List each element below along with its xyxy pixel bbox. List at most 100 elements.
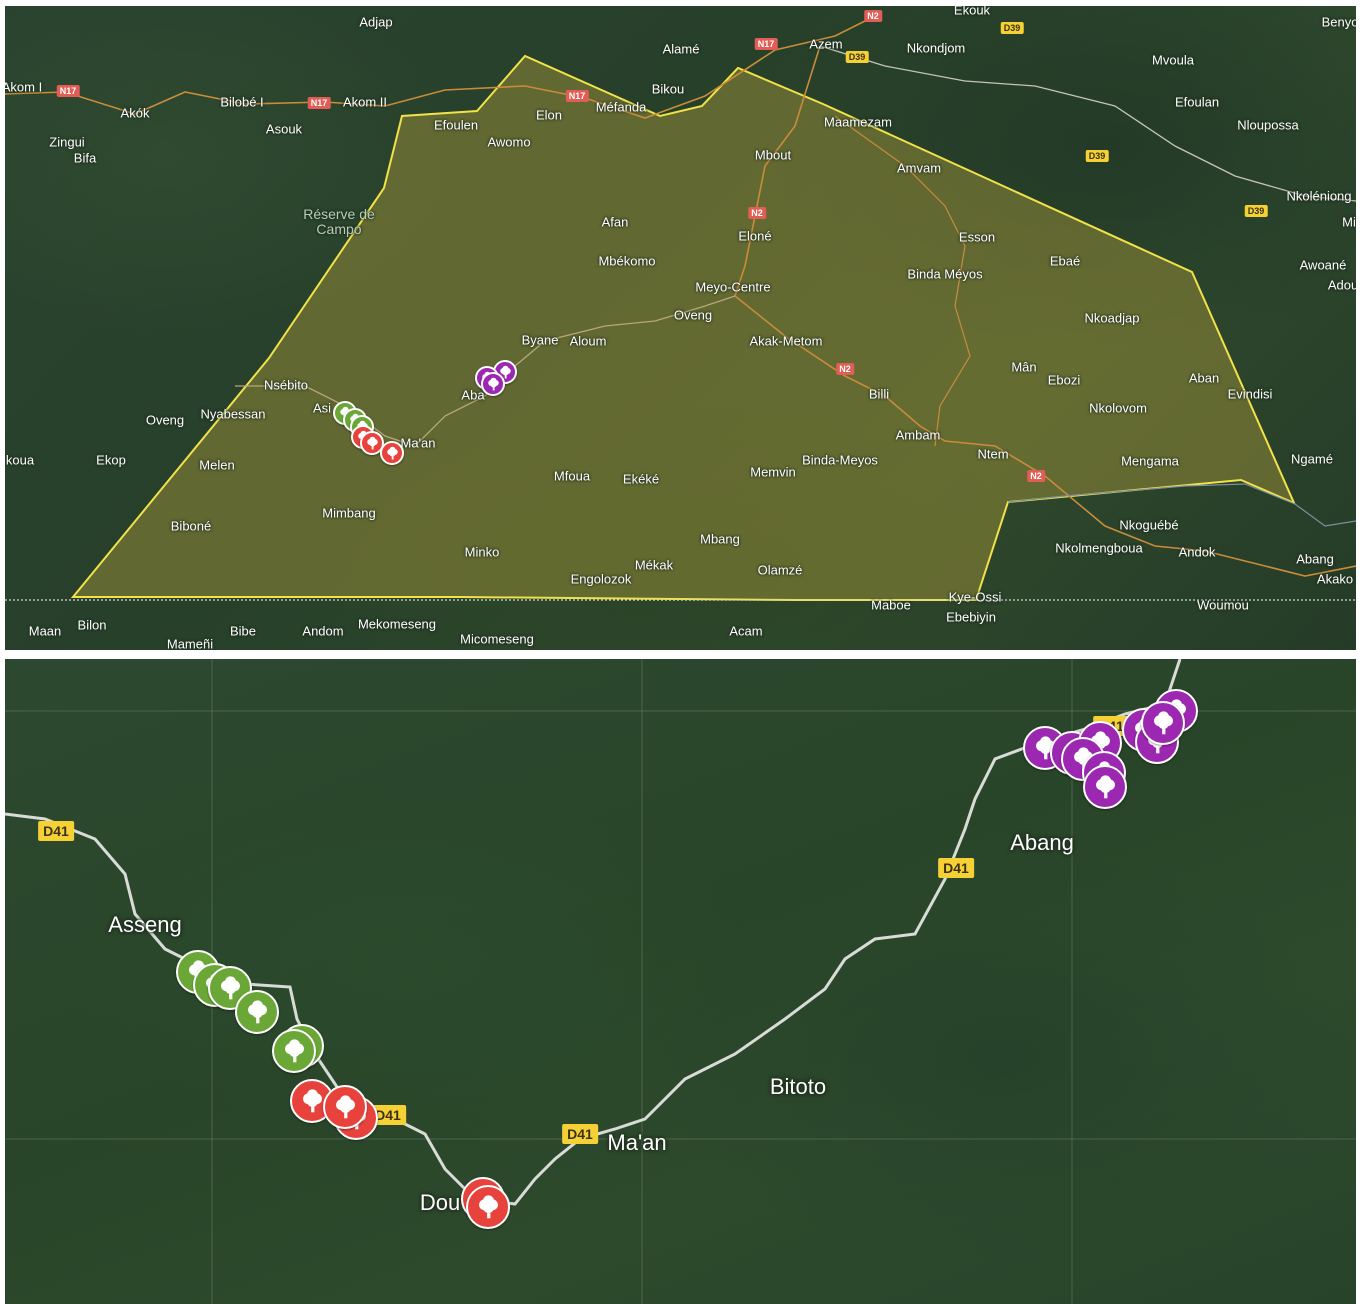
overview-place-label: Mameñi [166,636,214,651]
overview-place-label: Acam [729,623,763,639]
overview-place-label: Mimbang [322,505,376,521]
red-tree-pin[interactable] [466,1185,510,1229]
road-shield-d41: D41 [38,821,74,841]
overview-place-label: Melen [199,457,235,473]
overview-place-label: Mân [1011,359,1037,375]
tree-icon [386,446,398,459]
overview-place-label: Eloné [738,228,772,244]
detail-place-label: Bitoto [769,1074,827,1099]
overview-place-label: koua [5,452,35,468]
tree-icon [478,1194,498,1218]
overview-place-label: Aban [1188,370,1220,386]
overview-place-label: Ngamé [1291,451,1333,467]
detail-place-label: Dou [419,1190,461,1215]
overview-place-label: Bifa [73,150,97,166]
road-shield-n2: N2 [1027,470,1045,482]
road-d39 [819,45,1356,202]
overview-place-label: Meyo-Centre [695,279,771,295]
study-area-polygon[interactable] [70,54,1296,601]
overview-place-label: Ma'an [400,435,436,451]
overview-place-label: Akom I [5,79,43,95]
tree-icon [487,377,499,390]
overview-place-label: Nyabessan [200,406,266,422]
purple-tree-pin[interactable] [1083,765,1127,809]
overview-place-label: Mbékomo [598,253,656,269]
reserve-label: Réserve de Campo [303,206,375,237]
red-tree-pin[interactable] [380,441,404,465]
purple-tree-pin[interactable] [481,372,505,396]
overview-place-label: Nkoguébé [1119,517,1179,533]
detail-place-label: Ma'an [607,1130,667,1155]
overview-place-label: Binda Méyos [907,266,983,282]
overview-place-label: Bibe [229,623,257,639]
purple-tree-pin[interactable] [1141,701,1185,745]
overview-place-label: Abang [1296,551,1334,567]
overview-place-label: Aloum [569,333,607,349]
overview-place-label: Alamé [662,41,700,57]
overview-place-label: Olamzé [757,562,803,578]
overview-place-label: Awoané [1299,257,1347,273]
overview-place-label: Amvam [896,160,942,176]
overview-place-label: Ebaé [1049,253,1081,269]
overview-place-label: Maan [28,623,62,639]
road-shield-n17: N17 [307,97,331,109]
tree-icon [1073,746,1093,770]
road-shield-n17: N17 [56,85,80,97]
overview-place-label: Bikou [651,81,685,97]
overview-place-label: Méfanda [595,99,647,115]
green-tree-pin[interactable] [272,1029,316,1073]
overview-place-label: Mfoua [553,468,591,484]
overview-place-label: Maamezam [824,114,892,130]
overview-place-label: Oveng [673,307,713,323]
overview-place-label: Andok [1178,544,1216,560]
overview-place-label: Esson [958,229,996,245]
overview-place-label: Micomeseng [460,631,534,647]
overview-place-label: Adou [1327,277,1356,293]
overview-place-label: Ekéké [622,471,660,487]
road-shield-n2: N2 [748,207,766,219]
river-ntem [1007,483,1356,527]
overview-place-label: Adjap [359,14,393,30]
green-tree-pin[interactable] [235,990,279,1034]
overview-place-label: Binda-Meyos [802,452,878,468]
overview-place-label: Akom II [342,94,388,110]
detail-place-label: Asseng [108,912,182,937]
road-n2 [734,45,1356,577]
overview-place-label: Woumou [1197,597,1249,613]
overview-place-label: Ntem [977,446,1009,462]
overview-place-label: Nkolmengboua [1055,540,1143,556]
overview-place-label: Efoulan [1174,94,1220,110]
overview-place-label: Mbout [754,147,792,163]
overview-place-label: Awomo [487,134,531,150]
overview-place-label: Ebebiyin [946,609,996,625]
overview-place-label: Azem [809,36,843,52]
overview-place-label: Akak-Metom [749,333,823,349]
overview-place-label: Engolozok [570,571,632,587]
road-shield-n17: N17 [754,38,778,50]
overview-place-label: Zingui [49,134,85,150]
red-tree-pin[interactable] [323,1085,367,1129]
overview-place-label: Asi [312,400,332,416]
road-shield-d41: D41 [562,1124,598,1144]
tree-icon [499,365,511,378]
overview-place-label: Byane [521,332,559,348]
tree-icon [1035,735,1055,759]
overview-place-label: Elon [535,107,563,123]
overview-place-label: Aba [461,387,485,403]
overview-map-overlay [5,15,1356,601]
overview-place-label: Ebozi [1047,372,1081,388]
road-n17 [5,15,876,119]
tree-icon [247,999,267,1023]
overview-place-label: Mi [1342,214,1356,230]
road-shield-n2: N2 [836,363,854,375]
overview-place-label: Bilon [77,617,107,633]
overview-place-label: Benyo [1321,14,1356,30]
overview-place-label: Nkoadjap [1084,310,1140,326]
overview-place-label: Oveng [145,412,185,428]
road-shield-d41: D41 [370,1105,406,1125]
tree-icon [366,436,378,449]
overview-place-label: Ambam [895,427,941,443]
tree-icon [1153,710,1173,734]
